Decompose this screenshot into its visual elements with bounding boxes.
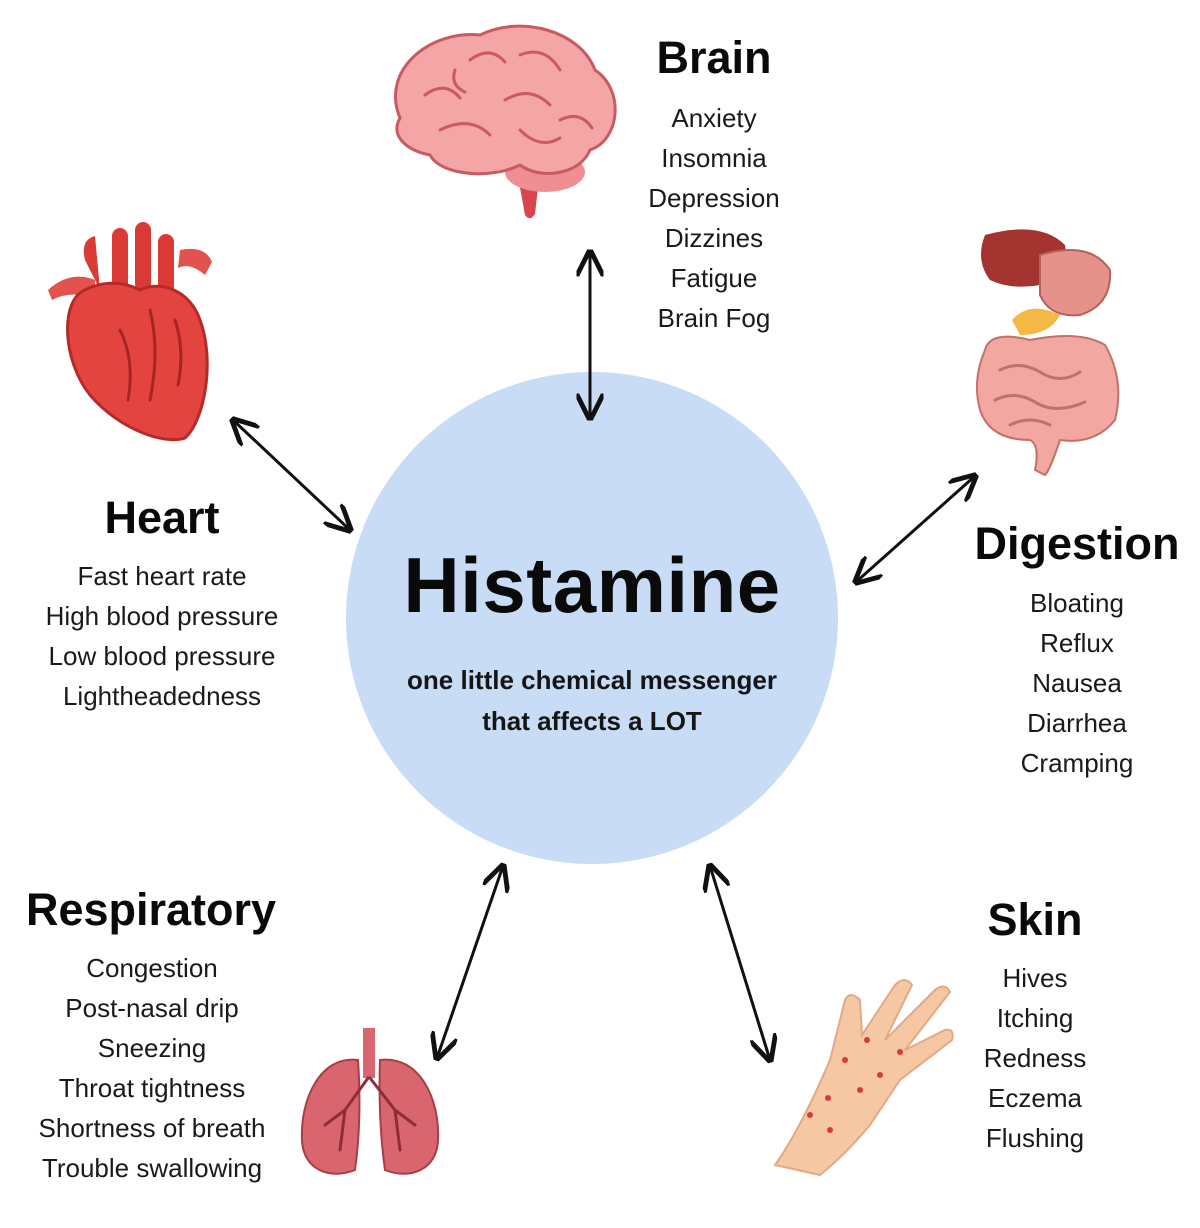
heart-symptom: Fast heart rate [77, 561, 247, 591]
brain-symptom: Insomnia [661, 143, 767, 173]
brain-symptom: Dizzines [664, 223, 764, 253]
heart-symptom-list: Fast heart rate High blood pressure Low … [22, 556, 302, 716]
respiratory-symptom: Throat tightness [58, 1073, 246, 1103]
skin-symptom: Itching [996, 1003, 1074, 1033]
arrow-digestion [856, 476, 975, 582]
center-title: Histamine [403, 541, 781, 629]
skin-title: Skin [987, 894, 1083, 945]
digestion-symptom: Reflux [1040, 628, 1114, 658]
arrow-respiratory [437, 866, 503, 1058]
respiratory-symptom: Sneezing [97, 1033, 207, 1063]
heart-organ-icon [48, 222, 212, 442]
digestion-title: Digestion [974, 518, 1180, 569]
center-subtitle-line: one little chemical messenger [407, 665, 777, 695]
respiratory-symptom: Trouble swallowing [41, 1153, 263, 1183]
lungs-icon [300, 1028, 440, 1175]
respiratory-symptom: Post-nasal drip [65, 993, 239, 1023]
digestion-symptom: Nausea [1032, 668, 1122, 698]
center-subtitle-line: that affects a LOT [482, 706, 702, 736]
respiratory-symptom: Shortness of breath [38, 1113, 266, 1143]
digestion-symptom: Bloating [1030, 588, 1124, 618]
skin-symptom-list: Hives Itching Redness Eczema Flushing [955, 958, 1115, 1158]
heart-symptom: Low blood pressure [48, 641, 276, 671]
respiratory-symptom: Congestion [86, 953, 218, 983]
digestion-symptom: Diarrhea [1027, 708, 1127, 738]
center-circle [346, 372, 838, 864]
brain-symptom: Brain Fog [657, 303, 771, 333]
digestion-symptom: Cramping [1020, 748, 1134, 778]
skin-symptom: Hives [1002, 963, 1068, 993]
arrow-heart [233, 420, 350, 530]
respiratory-symptom-list: Congestion Post-nasal drip Sneezing Thro… [12, 948, 292, 1188]
brain-title: Brain [656, 32, 772, 83]
heart-title: Heart [104, 492, 220, 543]
arrow-skin [710, 866, 770, 1060]
heart-symptom: High blood pressure [45, 601, 279, 631]
center-subtitle: one little chemical messenger that affec… [346, 660, 838, 742]
rash-hand-icon [773, 979, 954, 1177]
respiratory-title: Respiratory [25, 884, 277, 935]
heart-symptom: Lightheadedness [62, 681, 262, 711]
brain-symptom-list: Anxiety Insomnia Depression Dizzines Fat… [604, 98, 824, 338]
skin-symptom: Flushing [985, 1123, 1085, 1153]
brain-symptom: Fatigue [670, 263, 758, 293]
brain-symptom: Anxiety [671, 103, 757, 133]
digestion-symptom-list: Bloating Reflux Nausea Diarrhea Cramping [977, 583, 1177, 783]
brain-symptom: Depression [648, 183, 780, 213]
brain-icon [393, 24, 617, 219]
skin-symptom: Redness [983, 1043, 1087, 1073]
digestive-system-icon [975, 229, 1120, 477]
skin-symptom: Eczema [988, 1083, 1082, 1113]
